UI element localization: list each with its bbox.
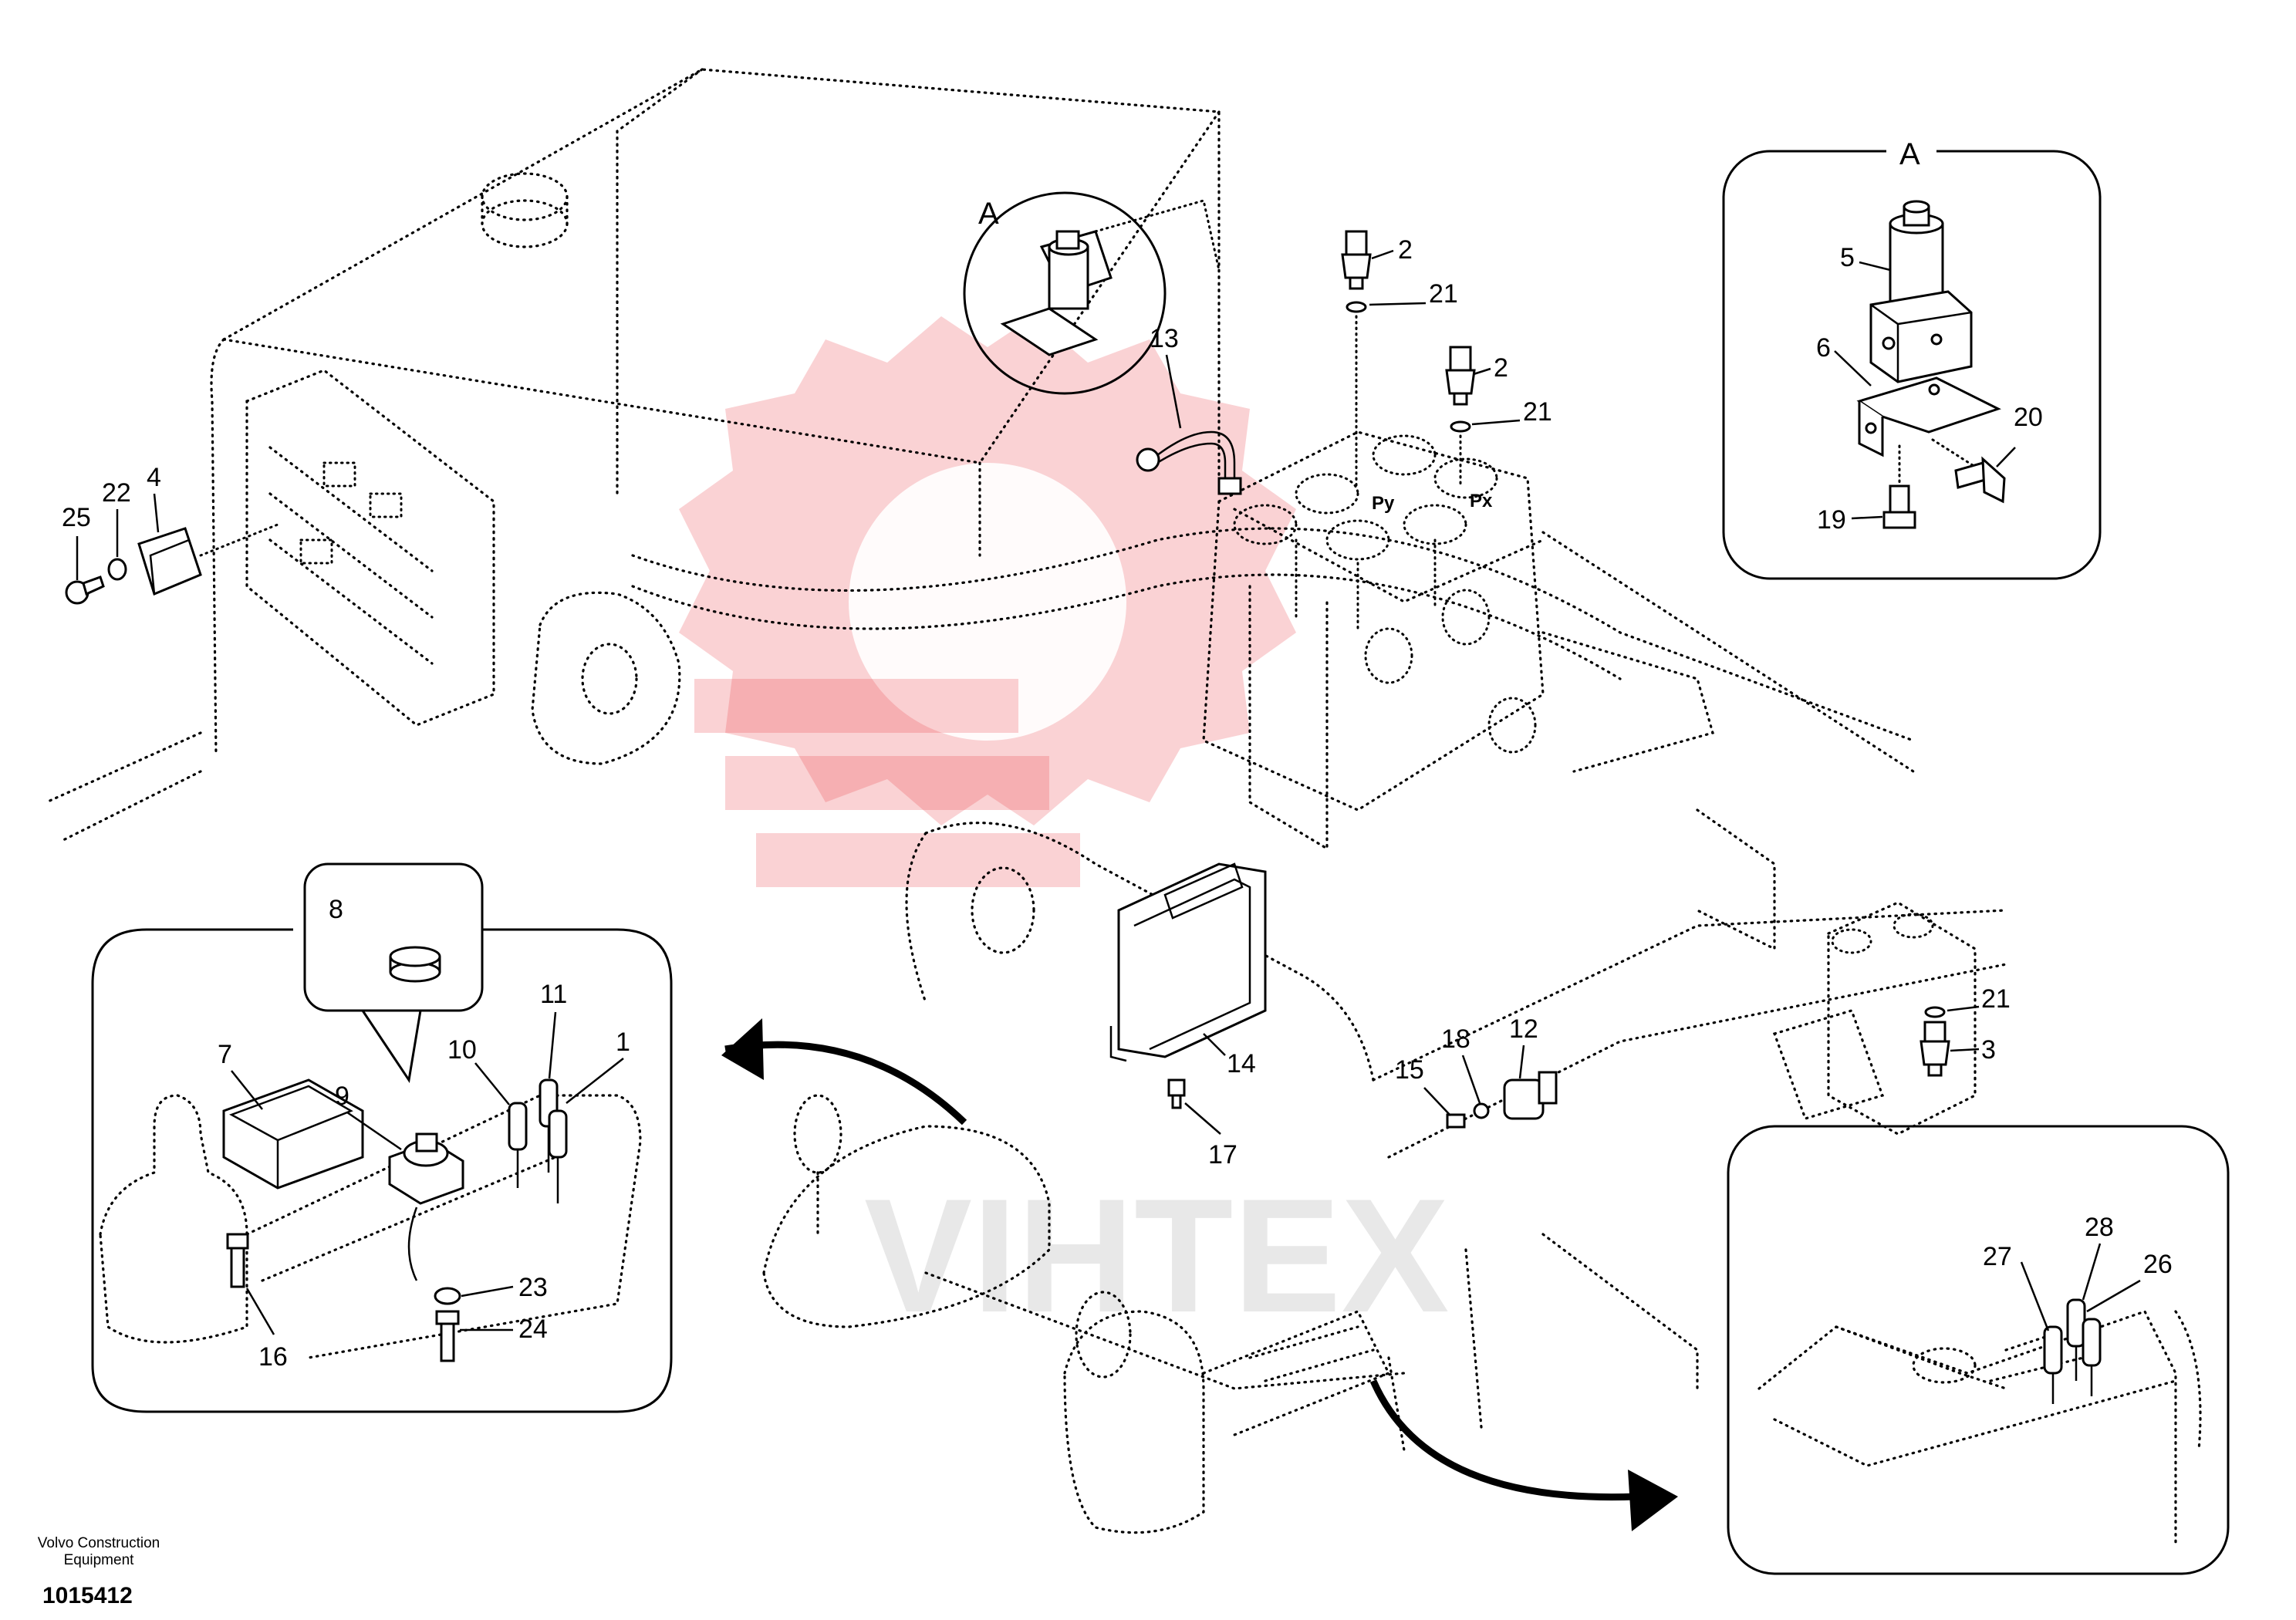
callout-8: 8 (329, 895, 343, 924)
console-right-body (1757, 1310, 2202, 1544)
hydraulic-tank-outline (210, 68, 1221, 758)
detail-console-right-frame (1727, 1125, 2230, 1575)
o-ring-lower (1450, 420, 1471, 433)
company-name-line1: Volvo Construction (37, 1535, 160, 1551)
callout-17: 17 (1208, 1140, 1237, 1169)
solenoid-valve-5 (1869, 200, 1973, 383)
callout-21-lower: 21 (1523, 397, 1552, 427)
arrow-right (1369, 1379, 1636, 1501)
callout-21-upper: 21 (1429, 279, 1458, 309)
leader-lines (76, 249, 2141, 1335)
callout-4: 4 (147, 463, 161, 492)
callout-22: 22 (102, 478, 131, 508)
switch-group-26-27-28 (2043, 1298, 2102, 1404)
connector-12 (1503, 1071, 1558, 1120)
callout-11: 11 (540, 980, 567, 1009)
o-ring-right (1924, 1006, 1946, 1018)
callout-16: 16 (258, 1342, 288, 1372)
bolt-24 (435, 1310, 460, 1362)
callout-14: 14 (1227, 1049, 1256, 1078)
nut-19 (1882, 484, 1916, 529)
pressure-sensor-upper (1341, 230, 1372, 290)
detail-a-title-gap (1886, 140, 1936, 164)
callout-26: 26 (2143, 1250, 2173, 1279)
callout-6: 6 (1816, 333, 1831, 363)
callout-7: 7 (218, 1040, 232, 1069)
company-name: Volvo Construction Equipment (14, 1535, 184, 1569)
detail-a-label-main: A (978, 197, 999, 231)
callout-27: 27 (1983, 1242, 2012, 1271)
port-py-label: Py (1372, 493, 1395, 514)
console-left-body (99, 1094, 642, 1359)
detail-a-guide-lines (1898, 438, 1977, 484)
callout-3: 3 (1981, 1035, 1996, 1065)
washer-23 (434, 1287, 461, 1305)
o-ring-upper (1346, 301, 1367, 313)
right-valve-block (1772, 901, 1977, 1136)
detail-a-label-detail: A (1899, 137, 1920, 171)
screw-25 (65, 575, 105, 605)
fuse-box-outline (245, 369, 495, 727)
callout-21-right: 21 (1981, 984, 2011, 1014)
detail-a-circle (963, 191, 1221, 395)
callout-13: 13 (1150, 324, 1179, 353)
operator-console-center (762, 1094, 1483, 1534)
control-valve-assembly (1202, 430, 1714, 851)
bracket-6 (1856, 376, 2001, 457)
washer-22 (107, 558, 127, 581)
callout-1: 1 (616, 1028, 630, 1057)
callout-19: 19 (1817, 505, 1846, 535)
ecu-module (1109, 862, 1267, 1062)
bolt-16 (226, 1233, 249, 1288)
watermark-logo (679, 316, 1296, 887)
callout-28: 28 (2085, 1213, 2114, 1242)
callout-15: 15 (1395, 1055, 1424, 1085)
bolt-15 (1446, 1113, 1466, 1129)
callout-2-upper: 2 (1398, 235, 1413, 265)
plug-cap-8 (389, 946, 441, 983)
detail-console-left-frame (91, 928, 673, 1413)
bolt-20 (1954, 456, 2006, 504)
pressure-sensor-right (1920, 1021, 1950, 1077)
callout-24: 24 (518, 1315, 548, 1344)
pressure-sensor-lower (1445, 346, 1476, 406)
watermark-text: VIHTEX (864, 1165, 1449, 1346)
callout-5: 5 (1840, 243, 1855, 272)
arrow-right-head (1628, 1470, 1678, 1531)
callout-2-lower: 2 (1494, 353, 1508, 383)
detail-plug-frame (303, 862, 484, 1012)
callout-10: 10 (447, 1035, 477, 1065)
arrow-left-head (721, 1018, 764, 1080)
company-name-line2: Equipment (63, 1552, 134, 1568)
connector-4 (137, 527, 202, 596)
callout-12: 12 (1509, 1014, 1538, 1044)
callout-9: 9 (335, 1082, 349, 1111)
hose-fitting (1136, 430, 1242, 495)
ecu-bolt (1167, 1078, 1186, 1109)
callout-23: 23 (518, 1273, 548, 1302)
port-px-label: Px (1470, 491, 1493, 511)
callout-20: 20 (2014, 403, 2043, 432)
switch-group-1-10-11 (508, 1078, 568, 1203)
callout-25: 25 (62, 503, 91, 532)
washer-18 (1473, 1102, 1490, 1119)
document-number: 1015412 (42, 1583, 133, 1608)
detail-plug-pointer (361, 1010, 422, 1083)
upper-frame-outline (45, 527, 2007, 1390)
callout-18: 18 (1441, 1024, 1470, 1054)
display-monitor-7 (222, 1078, 364, 1190)
ignition-switch-9 (388, 1132, 464, 1281)
